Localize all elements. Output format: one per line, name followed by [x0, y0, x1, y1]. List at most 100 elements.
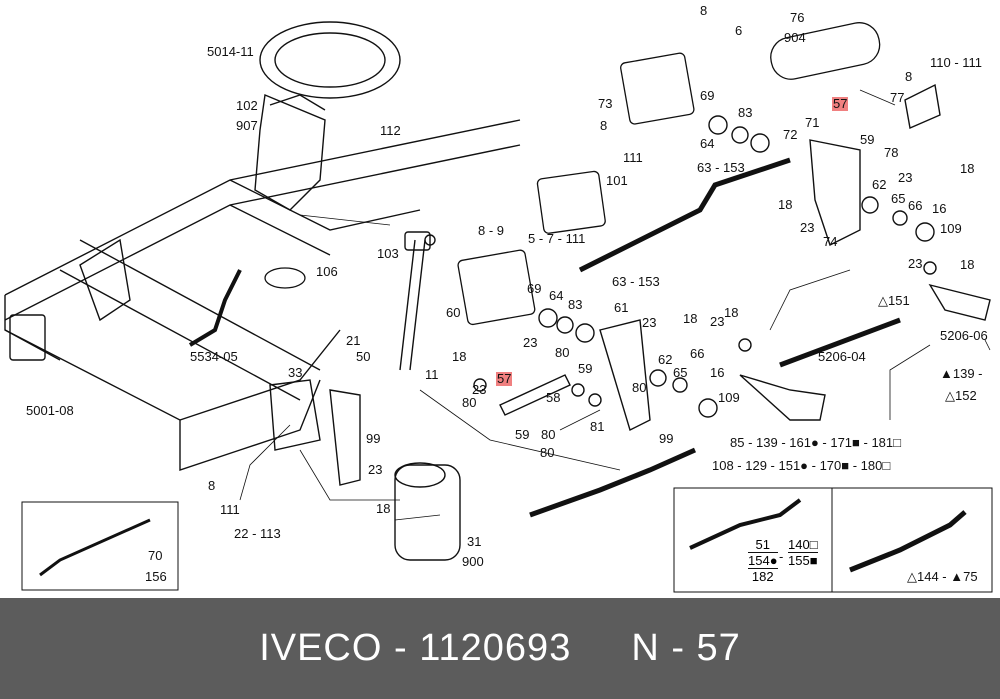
part-callout: 22 - 113: [234, 526, 281, 541]
part-callout: 58: [546, 390, 561, 405]
part-callout: 18: [960, 257, 975, 272]
part-callout: 111: [623, 150, 643, 165]
part-callout: 106: [316, 264, 338, 279]
part-callout: 16: [932, 201, 947, 216]
part-callout: 62: [658, 352, 673, 367]
part-callout: 80: [540, 445, 555, 460]
part-callout: 900: [462, 554, 484, 569]
part-callout: 73: [598, 96, 613, 111]
fraction-dash: -: [779, 549, 784, 564]
part-callout: 78: [884, 145, 899, 160]
part-callout: 5534-05: [190, 349, 238, 364]
part-callout: 80: [462, 395, 477, 410]
part-callout: 65: [673, 365, 688, 380]
part-callout: 108 - 129 - 151● - 170■ - 180□: [712, 458, 891, 473]
part-callout: 63 - 153: [612, 274, 660, 289]
inset-fraction-left: 51 154● 182: [748, 537, 778, 584]
part-callout: 59: [860, 132, 875, 147]
part-callout: 6: [735, 23, 743, 38]
part-callout: 8: [700, 3, 708, 18]
leader-lines: [239, 89, 991, 521]
inset-boxes: [21, 487, 993, 593]
part-callout: 23: [472, 382, 487, 397]
part-callout: 65: [891, 191, 906, 206]
part-callout: 11: [425, 367, 439, 382]
part-callout: 99: [659, 431, 674, 446]
part-callout: 69: [527, 281, 542, 296]
fraction-top: 51: [748, 537, 778, 553]
part-callout: ▲139 -: [940, 366, 983, 381]
highlighted-part-callout: 57: [832, 96, 849, 111]
part-callout: 103: [377, 246, 399, 261]
part-callout: 83: [568, 297, 583, 312]
reference-number: N - 57: [631, 627, 741, 669]
washers: [424, 115, 937, 418]
part-callout: 102: [236, 98, 258, 113]
part-callout: 904: [784, 30, 806, 45]
part-callout: 33: [288, 365, 303, 380]
part-callout: 156: [145, 569, 167, 584]
part-callout: 23: [898, 170, 913, 185]
part-callout: 5014-11: [207, 44, 254, 59]
part-callout: △144 - ▲75: [907, 569, 978, 584]
part-callout: 74: [823, 234, 838, 249]
part-callout: 99: [366, 431, 381, 446]
part-callout: 64: [549, 288, 564, 303]
part-callout: 66: [690, 346, 705, 361]
part-callout: 21: [346, 333, 361, 348]
part-callout: 8: [905, 69, 913, 84]
part-callout: 23: [710, 314, 725, 329]
fraction-mid: 154●: [748, 553, 778, 569]
part-callout: 111: [220, 502, 240, 517]
part-callout: 61: [614, 300, 629, 315]
part-callout: △151: [878, 293, 910, 308]
part-callout: 18: [724, 305, 739, 320]
part-callout: 83: [738, 105, 753, 120]
footer-banner: IVECO - 1120693 N - 57: [0, 598, 1000, 699]
fraction-right-top: 140□: [788, 537, 818, 553]
part-callout: 69: [700, 88, 715, 103]
part-callout: 18: [778, 197, 793, 212]
fraction-bottom: 182: [751, 569, 774, 584]
part-callout: 101: [606, 173, 628, 188]
part-callout: 5001-08: [26, 403, 74, 418]
part-callout: 112: [380, 123, 401, 138]
part-callout: 5206-06: [940, 328, 988, 343]
part-callout: 23: [908, 256, 923, 271]
part-callout: 59: [578, 361, 593, 376]
part-callout: 50: [356, 349, 371, 364]
part-callout: 18: [452, 349, 467, 364]
part-callout: 907: [236, 118, 258, 133]
highlighted-part-callout: 57: [496, 371, 513, 386]
part-callout: 80: [555, 345, 570, 360]
part-callout: 18: [683, 311, 698, 326]
steering-wheel: [254, 21, 431, 371]
part-callout: 5206-04: [818, 349, 866, 364]
part-callout: 60: [446, 305, 461, 320]
part-callout: 62: [872, 177, 887, 192]
part-number: IVECO - 1120693: [259, 627, 572, 669]
part-callout: 109: [718, 390, 740, 405]
part-callout: 16: [710, 365, 725, 380]
part-callout: 76: [790, 10, 805, 25]
part-callout: △152: [945, 388, 977, 403]
steering-linkage-drawing: [4, 21, 993, 593]
part-callout: 31: [467, 534, 482, 549]
part-callout: 80: [541, 427, 556, 442]
part-callout: 63 - 153: [697, 160, 745, 175]
part-callout: 8 - 9: [478, 223, 505, 238]
pipe: [188, 269, 242, 347]
part-callout: 85 - 139 - 161● - 171■ - 181□: [730, 435, 901, 450]
part-callout: 72: [783, 127, 798, 142]
part-callout: 80: [632, 380, 647, 395]
part-callout: 77: [890, 90, 905, 105]
fraction-right-bottom: 155■: [788, 553, 818, 568]
inset-fraction-right: 140□ 155■: [788, 537, 818, 568]
part-callout: 23: [368, 462, 383, 477]
part-callout: 59: [515, 427, 530, 442]
part-callout: 110 - 111: [930, 55, 983, 70]
part-callout: 23: [642, 315, 657, 330]
part-callout: 5 - 7 - 111: [528, 231, 586, 246]
part-callout: 8: [600, 118, 608, 133]
